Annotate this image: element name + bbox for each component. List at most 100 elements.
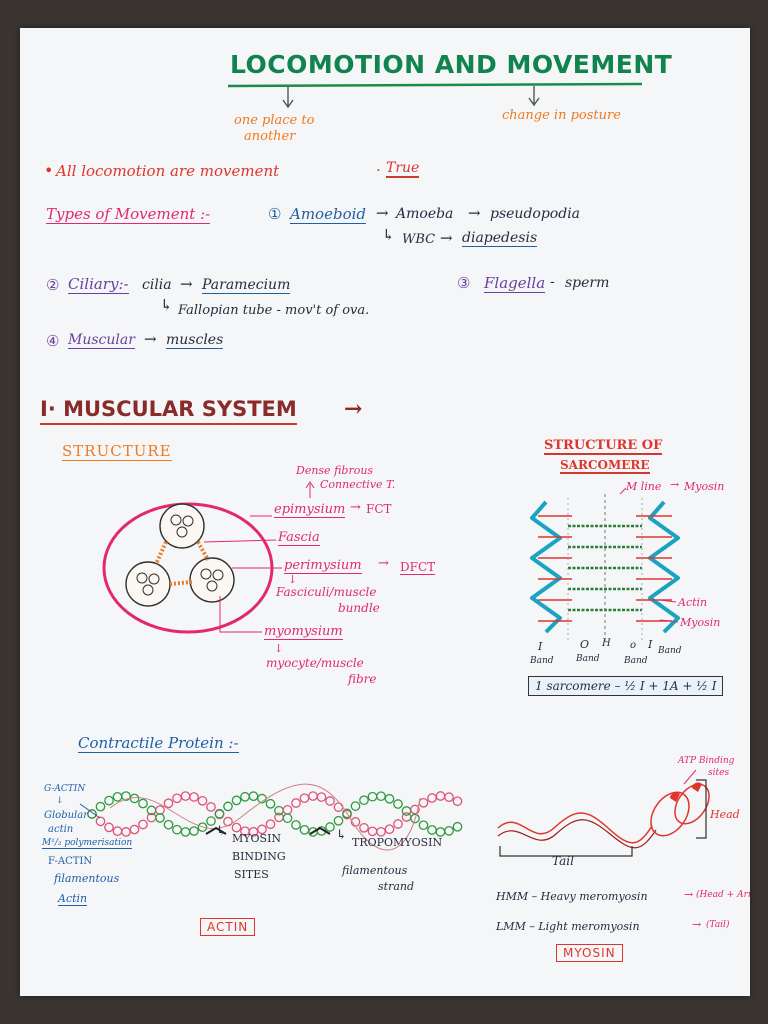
bullet-dot: • <box>44 161 54 180</box>
band-i-right: I <box>648 638 653 651</box>
fasciculus-circle <box>159 503 205 549</box>
gactin-2: ↓ <box>56 796 64 806</box>
g-actin-bead <box>325 796 335 806</box>
title-note-left-1: one place to <box>234 113 315 128</box>
notebook-page: LOCOMOTION AND MOVEMENT one place to ano… <box>20 28 750 996</box>
g-actin-bead <box>299 824 310 835</box>
lmm-arrow: → <box>692 918 702 931</box>
mline-type: Myosin <box>684 480 725 493</box>
epimysium-arrow: → <box>350 500 361 515</box>
muscular-num: ④ <box>46 332 60 350</box>
g-actin-bead <box>427 825 437 835</box>
g-actin-bead <box>435 791 446 801</box>
band-word-1: Band <box>530 656 554 666</box>
g-actin-bead <box>189 792 199 802</box>
g-actin-bead <box>155 805 165 815</box>
g-actin-bead <box>172 793 182 804</box>
g-actin-bead <box>282 813 293 824</box>
g-actin-bead <box>418 820 429 831</box>
drawings-layer <box>79 82 710 857</box>
g-actin-bead <box>444 792 454 803</box>
tropo-sub-2: strand <box>378 880 415 893</box>
band-word-4: Band <box>658 646 682 656</box>
ciliary-cilia: cilia <box>142 277 172 293</box>
sarcomere-heading-2: SARCOMERE <box>560 458 650 474</box>
tropo-sub-1: filamentous <box>342 864 408 877</box>
amoeboid-pseudopodia: pseudopodia <box>490 206 581 222</box>
atp-site-mark <box>670 792 680 802</box>
gactin-1: G-ACTIN <box>44 784 86 794</box>
g-actin-bead <box>282 804 293 815</box>
g-actin-bead <box>138 798 148 809</box>
atp-site-mark <box>692 782 702 792</box>
sarcomere-heading-1: STRUCTURE OF <box>544 438 663 455</box>
g-actin-bead <box>376 791 386 802</box>
perimysium-type: DFCT <box>400 560 436 575</box>
tail-label: Tail <box>552 854 574 868</box>
amoeboid-label: Amoeboid <box>290 205 366 224</box>
g-actin-bead <box>95 816 106 827</box>
g-actin-bead <box>359 822 369 833</box>
amoeboid-arrow-1: → <box>376 204 389 222</box>
structure-heading: STRUCTURE <box>62 442 172 461</box>
ciliary-fallopian: Fallopian tube - mov't of ova. <box>178 303 370 318</box>
perimysium-connective <box>154 541 210 586</box>
muscle-fibre-circle <box>212 569 224 581</box>
g-actin-bead <box>248 827 259 837</box>
fascia-label: Fascia <box>278 530 320 546</box>
statement-verdict: True <box>386 160 420 178</box>
g-actin-bead <box>257 824 267 835</box>
myosin-tail-strand <box>497 819 657 849</box>
title-note-right: change in posture <box>502 108 621 123</box>
g-actin-bead <box>180 791 191 801</box>
actin-label: Actin <box>678 596 708 609</box>
lmm-type: (Tail) <box>706 920 730 930</box>
fascia-leader <box>203 539 277 543</box>
myosin-sites-3: SITES <box>234 868 269 881</box>
g-actin-bead <box>367 791 378 802</box>
amoeboid-arrow-2: → <box>468 204 481 222</box>
g-actin-bead <box>333 802 344 813</box>
g-actin-bead <box>384 824 395 835</box>
dense-label-1: Dense fibrous <box>296 464 374 477</box>
band-word-2: Band <box>576 654 600 664</box>
muscle-fibre-circle <box>148 573 160 585</box>
g-actin-bead <box>197 822 208 833</box>
actin-box: ACTIN <box>200 918 256 936</box>
section-heading: I· MUSCULAR SYSTEM <box>40 397 297 425</box>
section-arrow: → <box>344 396 363 422</box>
sarcomere-formula: 1 sarcomere – ½ I + 1A + ½ I <box>528 676 724 696</box>
head-bracket <box>696 779 707 839</box>
muscle-fibre-circle <box>176 526 188 538</box>
flagella-sperm: sperm <box>565 275 610 291</box>
g-actin-bead <box>163 798 174 809</box>
muscle-fibre-circle <box>182 515 194 527</box>
atp-label-1: ATP Binding <box>678 756 735 766</box>
band-a2: o <box>630 640 637 651</box>
page-title: LOCOMOTION AND MOVEMENT <box>230 50 673 79</box>
g-actin-bead <box>129 824 140 835</box>
muscle-fibre-circle <box>206 580 218 592</box>
title-underline <box>227 82 643 88</box>
g-actin-bead <box>316 792 327 802</box>
gactin-7: filamentous <box>54 872 120 885</box>
g-actin-bead <box>418 797 429 808</box>
amoeboid-arrow-3: → <box>440 229 453 247</box>
tropomyosin-strand <box>109 783 421 851</box>
muscle-fibre-circle <box>136 572 148 584</box>
tropomyosin-label: TROPOMYOSIN <box>352 836 443 849</box>
myosin-tail-strand <box>497 812 653 844</box>
flagella-num: ③ <box>457 274 471 292</box>
myocyte-label-2: fibre <box>348 672 377 686</box>
g-actin-bead <box>435 827 446 837</box>
g-actin-bead <box>112 826 123 836</box>
epimysium-label: epimysium <box>274 502 346 518</box>
g-actin-bead <box>350 801 361 811</box>
myomysium-label: myomysium <box>264 624 343 640</box>
myosin-head <box>674 783 710 825</box>
muscle-fibre-circle <box>200 568 212 580</box>
mline-arrow: → <box>670 478 680 491</box>
amoeboid-diapedesis: diapedesis <box>462 230 538 247</box>
amoeboid-branch: ↳ <box>382 226 395 244</box>
g-actin-bead <box>121 827 131 837</box>
